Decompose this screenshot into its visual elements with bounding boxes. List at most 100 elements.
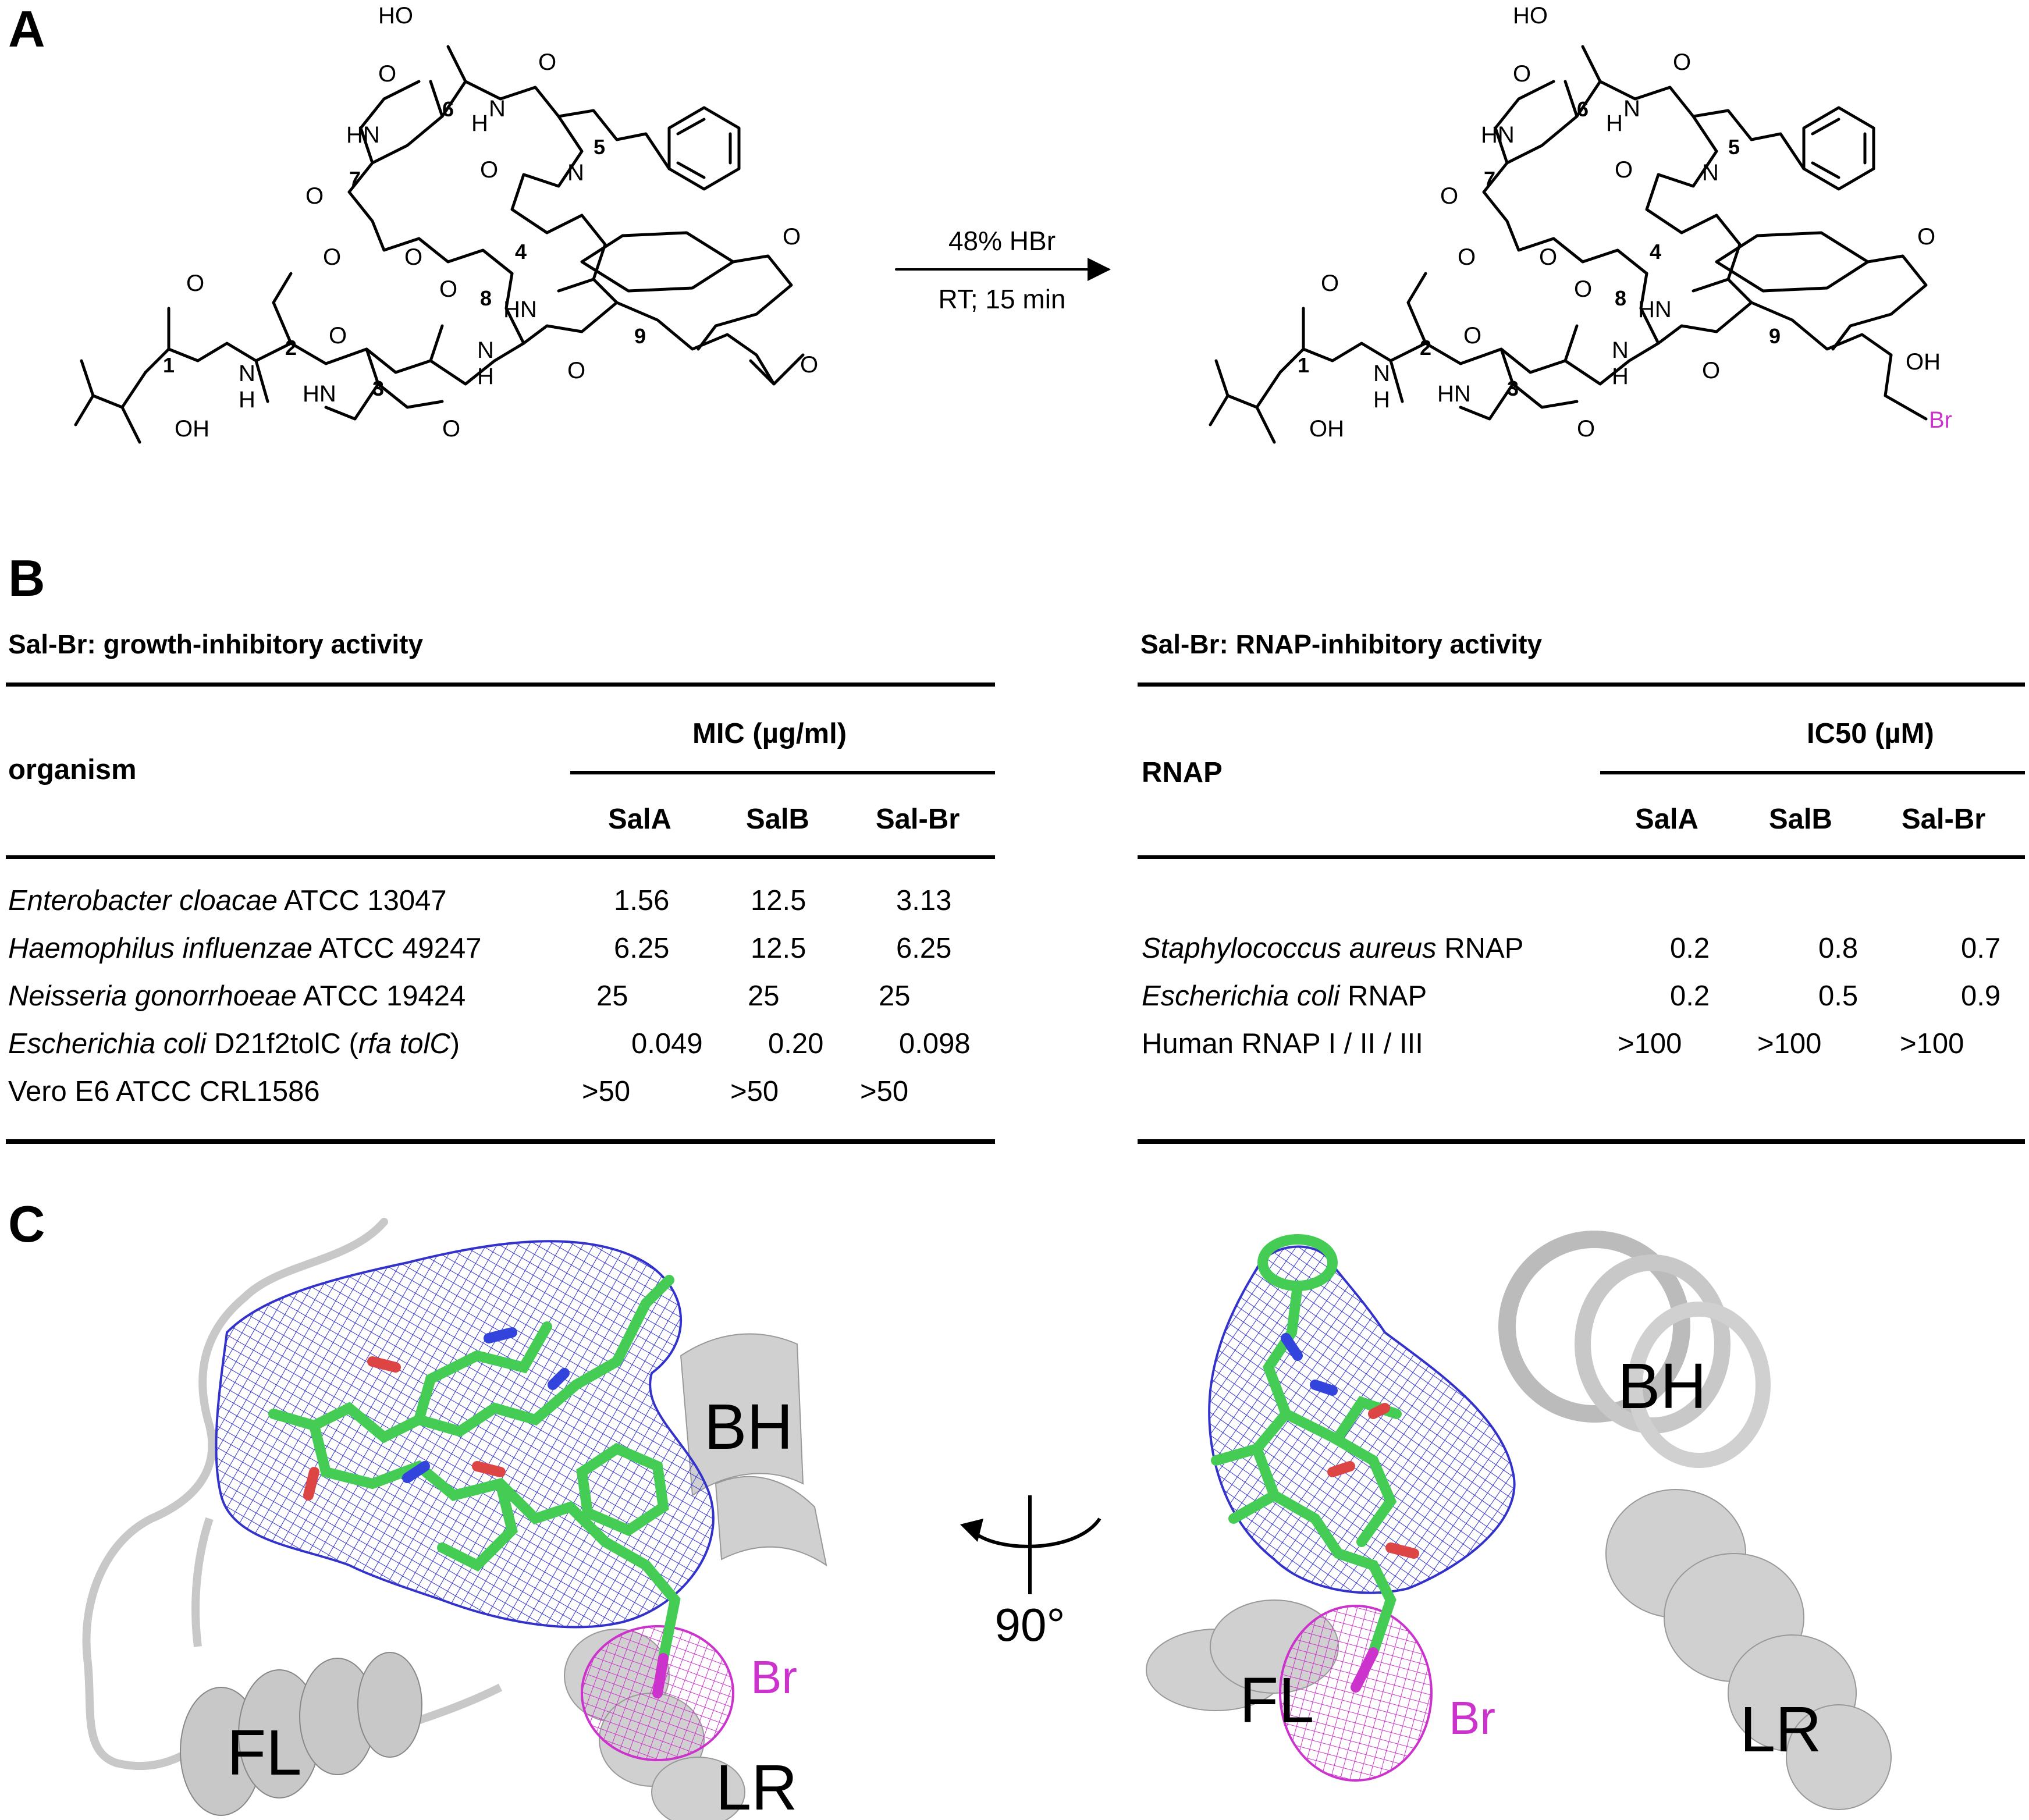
atom-label: OH: [175, 416, 209, 442]
ligand-heteroatoms: [1281, 1333, 1419, 1693]
atom-label: HO: [378, 3, 413, 29]
atom-label: HN: [1638, 297, 1672, 322]
atom-label: O: [1615, 157, 1633, 183]
table-cell: 3.13: [896, 885, 952, 916]
residue-number: 8: [480, 286, 492, 310]
column-header-sala: SalA: [608, 804, 671, 835]
atom-label: O: [186, 271, 204, 296]
fl-helix: [180, 1652, 422, 1816]
table-rule-bottom: [6, 1139, 995, 1144]
table-cell: >100: [1900, 1028, 1964, 1060]
table-row: Neisseria gonorrhoeae ATCC 19424: [8, 980, 466, 1012]
residue-number: 4: [515, 240, 527, 264]
atom-label: O: [323, 244, 341, 270]
table-cell: 6.25: [896, 933, 952, 964]
atom-label: H: [471, 111, 488, 136]
residue-number: 2: [285, 336, 297, 360]
residue-number: 1: [1298, 353, 1309, 377]
column-header-salb: SalB: [1769, 804, 1832, 835]
table-cell: 25: [748, 980, 780, 1012]
atom-label: HN: [1481, 122, 1515, 148]
atom-label-br: Br: [1929, 407, 1952, 433]
mic-group-header: MIC (µg/ml): [692, 718, 847, 749]
atom-labels-left: HO O O H N HN N O O O O O O HN O O O N H…: [175, 3, 818, 442]
bh-helix: [1498, 1231, 1771, 1468]
structure-view-left: BH FL LR Br: [82, 1218, 827, 1820]
conditions-label: RT; 15 min: [938, 284, 1065, 314]
table-row: Staphylococcus aureus RNAP: [1142, 933, 1524, 964]
atom-label: O: [305, 183, 324, 209]
atom-label: O: [783, 224, 801, 250]
atom-label: N: [1373, 361, 1390, 386]
atom-label: N: [239, 361, 255, 386]
atom-label: HN: [1437, 381, 1471, 407]
rnap-table-title: Sal-Br: RNAP-inhibitory activity: [1140, 629, 1543, 659]
panel-letter-b: B: [8, 549, 45, 607]
atom-label: H: [1612, 364, 1629, 389]
table-cell: 0.8: [1818, 933, 1859, 964]
ic50-group-header: IC50 (µM): [1807, 718, 1934, 749]
atom-label: H: [1373, 387, 1390, 413]
atom-label: H: [477, 364, 494, 389]
table-cell: 25: [596, 980, 628, 1012]
atom-label: O: [378, 61, 396, 87]
atom-label: HN: [303, 381, 336, 407]
panel-letter-c: C: [8, 1195, 45, 1253]
table-row: Haemophilus influenzae ATCC 49247: [8, 933, 482, 964]
column-header-sal-br: Sal-Br: [1902, 804, 1986, 835]
atom-label: O: [404, 244, 422, 270]
atom-label: O: [480, 157, 498, 183]
table-rule-header: [1138, 855, 2025, 859]
atom-label: HN: [346, 122, 380, 148]
atom-label: O: [1917, 224, 1935, 250]
table-row: Human RNAP I / II / III: [1142, 1028, 1423, 1060]
atom-label: O: [1440, 183, 1458, 209]
lr-helix-label: LR: [1740, 1694, 1822, 1765]
atom-label: H: [1606, 111, 1623, 136]
lr-helix-label: LR: [716, 1752, 798, 1820]
atom-label: O: [538, 49, 556, 75]
residue-number: 1: [163, 353, 175, 377]
atom-label: N: [1623, 96, 1640, 122]
rotation-angle-label: 90°: [995, 1599, 1065, 1651]
table-row: Escherichia coli D21f2tolC (rfa tolC): [8, 1028, 460, 1060]
table-cell: 12.5: [751, 885, 806, 916]
table-cell: 0.7: [1961, 933, 2001, 964]
atom-label: N: [567, 160, 584, 186]
table-cell: 0.5: [1818, 980, 1859, 1012]
atom-label: O: [800, 352, 818, 378]
table-row: Escherichia coli RNAP: [1142, 980, 1427, 1012]
column-header-sala: SalA: [1635, 804, 1698, 835]
table-rule-bottom: [1138, 1139, 2025, 1144]
residue-number: 5: [1728, 135, 1740, 159]
table-cell: >100: [1618, 1028, 1682, 1060]
atom-label: N: [477, 337, 494, 363]
atom-labels-right: HO O O H N HN N O O O O O O HN O O OH Br…: [1309, 3, 1952, 442]
atom-label: O: [567, 358, 585, 383]
residue-number: 5: [594, 135, 605, 159]
table-row: Vero E6 ATCC CRL1586: [8, 1076, 320, 1107]
fl-helix-label: FL: [227, 1717, 301, 1789]
structure-view-right: BH FL LR Br: [1146, 1231, 1892, 1810]
bh-helix: [680, 1333, 827, 1567]
fl-helix-label: FL: [1239, 1665, 1314, 1736]
atom-label: O: [1458, 244, 1476, 270]
table-cell: 0.098: [899, 1028, 971, 1060]
ligand-heteroatoms: [303, 1327, 669, 1698]
table-cell: 6.25: [614, 933, 670, 964]
table-cell: 25: [879, 980, 911, 1012]
table-cell: 0.20: [768, 1028, 824, 1060]
atom-label: O: [1321, 271, 1339, 296]
residue-number: 6: [442, 97, 454, 121]
atom-label: O: [1673, 49, 1691, 75]
column-header-sal-br: Sal-Br: [876, 804, 960, 835]
residue-numbers-left: 1 2 3 4 5 6 7 8 9: [163, 97, 646, 400]
table-cell: 0.2: [1670, 980, 1710, 1012]
atom-label: O: [329, 323, 347, 349]
atom-label: O: [1577, 416, 1595, 442]
br-label: Br: [1449, 1692, 1495, 1744]
residue-number: 3: [372, 376, 384, 400]
br-label: Br: [751, 1651, 797, 1703]
residue-number: 7: [349, 167, 361, 191]
atom-label: O: [1702, 358, 1720, 383]
